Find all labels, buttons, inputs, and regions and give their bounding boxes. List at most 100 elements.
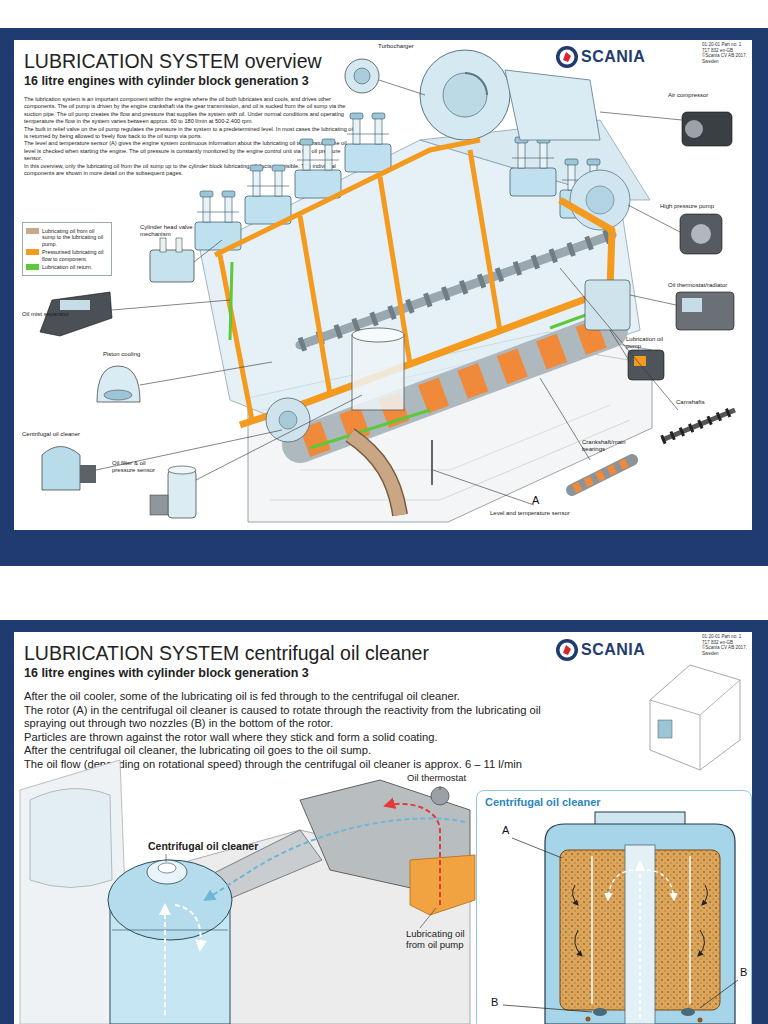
component-thumbnail bbox=[574, 461, 630, 489]
cleaner-cross-section bbox=[698, 930, 705, 956]
part-number: 01:20-01 Part no. 1 717 832 en-GB ©Scani… bbox=[702, 634, 750, 656]
engine-casting bbox=[410, 855, 475, 915]
centrifugal-oil-cleaner bbox=[164, 905, 166, 1015]
legend-row: Lubrication oil return. bbox=[26, 264, 108, 270]
brand-logo: SCANIA bbox=[581, 48, 645, 66]
component-thumbnail bbox=[682, 298, 702, 312]
legend-row: Lubricating oil from oil sump to the lub… bbox=[26, 228, 108, 247]
oil-pipe bbox=[220, 255, 252, 420]
text-block: The lubrication system is an important c… bbox=[24, 96, 354, 177]
leader-line bbox=[433, 470, 534, 505]
cleaner-cross-section bbox=[575, 930, 582, 956]
oil-pipe bbox=[215, 140, 612, 515]
engine-block bbox=[200, 120, 650, 440]
brand-logo: SCANIA bbox=[581, 641, 645, 659]
cleaner-cross-section bbox=[689, 856, 691, 1004]
body-line: After the centrifugal oil cleaner, the l… bbox=[24, 744, 569, 758]
component-label: Camshafts bbox=[676, 399, 705, 406]
body-line: The rotor (A) in the centrifugal oil cle… bbox=[24, 704, 569, 731]
camshaft bbox=[300, 235, 612, 345]
legend-swatch bbox=[26, 249, 39, 255]
component-label: Cylinder head valve mechanism bbox=[140, 224, 200, 238]
turbocharger bbox=[420, 50, 510, 140]
crankshaft bbox=[300, 330, 610, 445]
component-label: Oil thermostat/radiator bbox=[668, 282, 727, 289]
component-label: Oil mist separator bbox=[22, 311, 69, 318]
engine-casting bbox=[431, 787, 449, 805]
body-line: Particles are thrown against the rotor w… bbox=[24, 731, 569, 745]
scania-logo bbox=[563, 52, 571, 62]
oil-pipe bbox=[350, 435, 400, 515]
component-label: Air compressor bbox=[668, 92, 708, 99]
leader-line bbox=[420, 908, 436, 928]
inset-heading: Centrifugal oil cleaner bbox=[485, 796, 601, 808]
leader-line bbox=[194, 240, 222, 262]
scania-logo bbox=[556, 639, 578, 661]
leader-line bbox=[196, 395, 362, 480]
scania-logo bbox=[560, 50, 575, 65]
leader-line bbox=[166, 854, 167, 862]
cleaner-cross-section bbox=[640, 870, 674, 900]
component-thumbnail bbox=[628, 350, 664, 380]
component-label: Lubricating oil from oil pump bbox=[406, 928, 468, 950]
oil-pipe bbox=[215, 140, 480, 255]
oil-filter bbox=[585, 280, 630, 330]
turbocharger bbox=[443, 73, 487, 117]
oil-filter bbox=[352, 328, 404, 342]
component-thumbnail bbox=[662, 410, 735, 440]
mini-engine bbox=[650, 665, 740, 770]
slide-subtitle: 16 litre engines with cylinder block gen… bbox=[24, 666, 309, 680]
turbocharger bbox=[505, 70, 600, 140]
leader-line bbox=[630, 295, 676, 305]
cylinder-head bbox=[510, 137, 556, 196]
oil-pipe bbox=[310, 410, 430, 448]
component-thumbnail bbox=[150, 495, 168, 515]
centrifugal-oil-cleaner bbox=[158, 863, 176, 873]
oil-pipe bbox=[380, 177, 410, 364]
engine-casting bbox=[300, 780, 470, 890]
scania-logo bbox=[556, 46, 578, 661]
cleaner-cross-section bbox=[639, 862, 641, 1018]
component-thumbnail bbox=[104, 390, 132, 400]
component-thumbnail bbox=[634, 356, 646, 366]
cylinder-head bbox=[295, 139, 341, 198]
body-paragraph: The built in relief valve on the oil pum… bbox=[24, 126, 354, 141]
leader-line bbox=[140, 362, 272, 385]
oil-filter bbox=[279, 411, 297, 429]
cleaner-cross-section bbox=[560, 850, 720, 1010]
leader-line bbox=[112, 300, 230, 310]
engine-casting bbox=[120, 830, 470, 1024]
engine-block bbox=[420, 120, 650, 200]
component-label: Centrifugal oil cleaner bbox=[22, 431, 80, 438]
slide-title: LUBRICATION SYSTEM overview bbox=[24, 50, 322, 73]
oil-filter bbox=[266, 280, 630, 442]
leader-line bbox=[560, 268, 678, 410]
flow-arrow bbox=[205, 818, 465, 900]
component-label: Level and temperature sensor bbox=[490, 510, 570, 517]
component-thumbnail bbox=[691, 224, 711, 244]
leader-line bbox=[503, 838, 738, 1012]
body-line: After the oil cooler, some of the lubric… bbox=[24, 690, 569, 704]
cleaner-cross-section bbox=[625, 845, 655, 1024]
component-thumbnail bbox=[168, 470, 196, 518]
engine-block bbox=[200, 140, 640, 440]
cleaner-cross-section bbox=[586, 1017, 591, 1022]
component-label: Oil thermostat bbox=[407, 772, 466, 783]
mini-engine bbox=[650, 680, 740, 770]
scania-logo bbox=[560, 643, 575, 658]
component-thumbnail bbox=[42, 447, 80, 491]
oil-pipe bbox=[240, 200, 612, 425]
oil-sump bbox=[248, 332, 652, 522]
callout-letter: A bbox=[532, 494, 539, 506]
crankshaft bbox=[300, 330, 610, 445]
callout-letter: A bbox=[502, 824, 509, 836]
component-thumbnail bbox=[80, 465, 96, 483]
cleaner-cross-section bbox=[681, 1008, 695, 1016]
cleaner-cross-section bbox=[545, 824, 735, 1024]
legend-text: Pressurised lubricating oil flow to comp… bbox=[42, 249, 108, 262]
turbocharger bbox=[586, 186, 614, 214]
mini-engine bbox=[658, 720, 672, 738]
legend-text: Lubrication oil return. bbox=[42, 264, 92, 270]
component-thumbnail bbox=[676, 292, 734, 330]
